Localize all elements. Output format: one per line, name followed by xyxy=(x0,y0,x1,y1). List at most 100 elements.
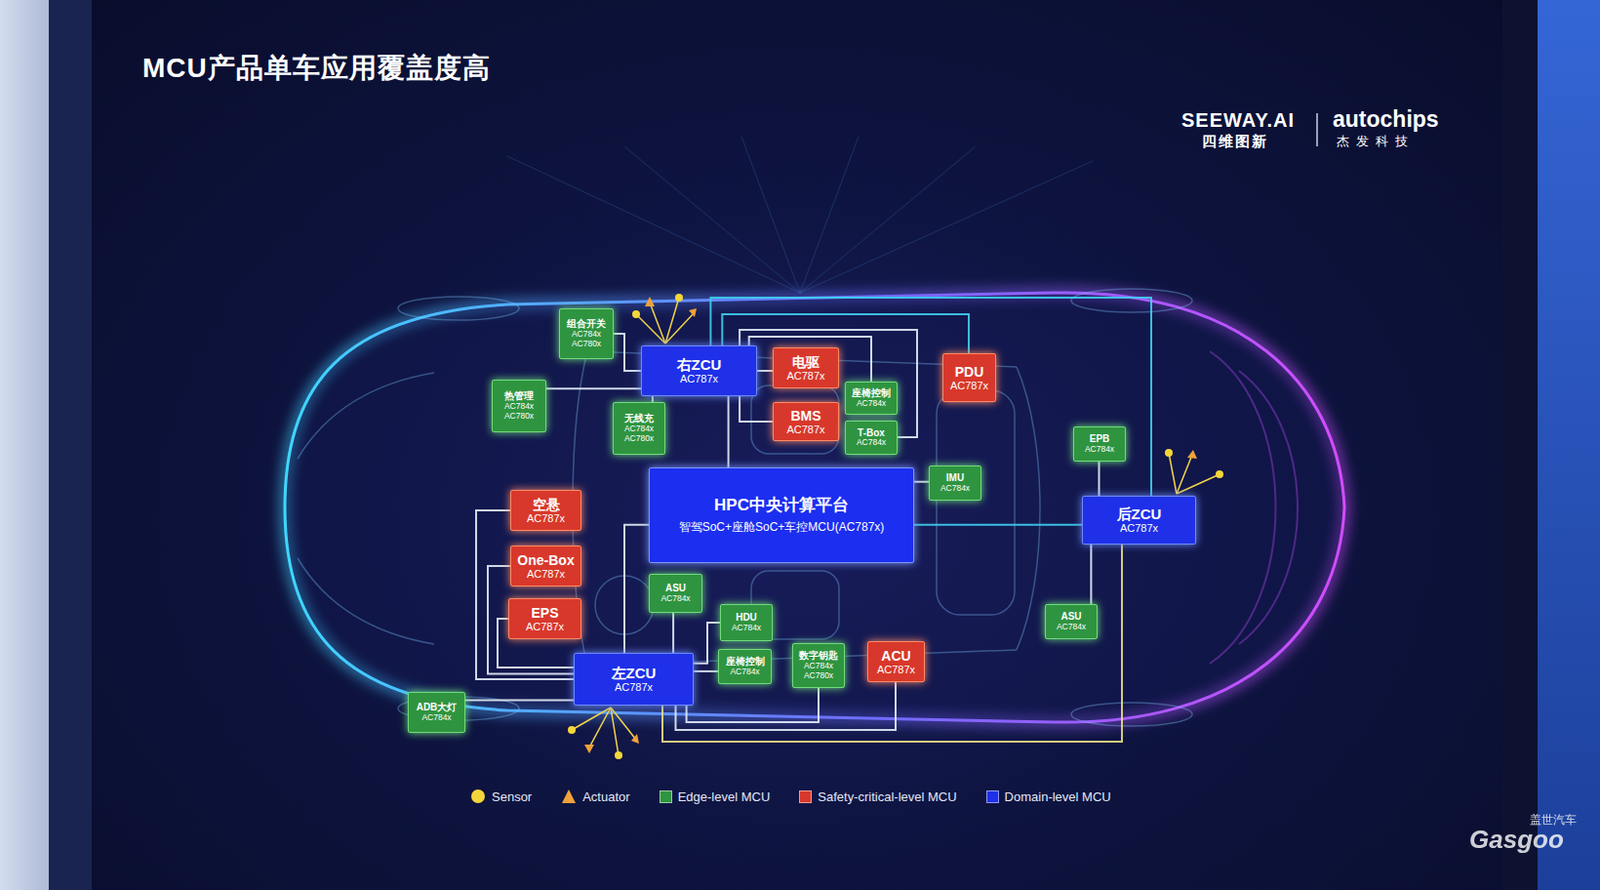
chip-model: AC784x xyxy=(729,667,760,678)
legend-item: Sensor xyxy=(470,788,532,804)
domain-mcu-box: 后ZCUAC787x xyxy=(1081,495,1197,545)
node-name: 座椅控制 xyxy=(725,655,765,668)
rear-window xyxy=(1016,366,1040,650)
wire-path xyxy=(693,622,720,664)
edge-mcu-box: 座椅控制AC784x xyxy=(844,381,898,415)
chip-model: AC784x xyxy=(731,623,761,634)
chip-model: AC784x xyxy=(940,483,970,494)
side-panel xyxy=(1537,0,1600,890)
node-name: ACU xyxy=(880,647,911,664)
node-name: EPS xyxy=(530,604,559,621)
sensor-dot xyxy=(1215,470,1224,479)
hpc-box: HPC中央计算平台智驾SoC+座舱SoC+车控MCU(AC787x) xyxy=(648,467,915,563)
chip-model: AC784x AC780x xyxy=(566,329,606,350)
wire xyxy=(676,681,897,730)
brand-name: 四维图新 xyxy=(1201,132,1269,150)
legend-item: Edge-level MCU xyxy=(659,789,771,804)
edge-mcu-box: 组合开关AC784x AC780x xyxy=(559,308,614,360)
wire-path xyxy=(662,544,1122,742)
ray xyxy=(624,146,800,293)
watermark: Gasgoo xyxy=(1469,825,1564,855)
hood-line xyxy=(297,372,435,459)
node-name: 组合开关 xyxy=(566,318,606,330)
legend-text: Actuator xyxy=(582,789,630,804)
chip-model: AC787x xyxy=(877,663,916,677)
wire-path xyxy=(727,396,730,468)
wire xyxy=(721,314,969,354)
chip-model: AC787x xyxy=(526,567,565,581)
node-name: One-Box xyxy=(517,552,574,568)
safety-mcu-box: ACUAC787x xyxy=(867,640,925,682)
wire-path xyxy=(739,396,773,422)
car-details xyxy=(297,288,1193,726)
legend-text: Sensor xyxy=(491,789,532,804)
node-name: BMS xyxy=(790,407,821,424)
logo-divider xyxy=(1316,113,1319,147)
wire xyxy=(476,510,574,680)
rear-glow-rings xyxy=(1209,351,1298,664)
wire xyxy=(914,480,929,482)
edge-mcu-box: 无线充AC784x AC780x xyxy=(612,401,666,455)
legend-item: Actuator xyxy=(560,788,630,804)
wire xyxy=(749,336,872,382)
node-name: 电驱 xyxy=(792,354,820,370)
wire-path xyxy=(1089,544,1092,604)
legend-symbol xyxy=(560,788,577,804)
slide-title: MCU产品单车应用覆盖度高 xyxy=(142,52,491,84)
actuator-head xyxy=(688,308,697,318)
node-name: EPB xyxy=(1089,433,1111,445)
chip-model: AC784x xyxy=(856,399,886,409)
domain-mcu-box: 左ZCUAC787x xyxy=(573,652,694,706)
edge-mcu-box: EPBAC784x xyxy=(1073,426,1126,462)
screen-bezel xyxy=(48,0,92,890)
node-name: 数字钥匙 xyxy=(799,649,839,662)
node-name: 左ZCU xyxy=(611,664,657,681)
seat xyxy=(751,385,840,454)
node-name: PDU xyxy=(955,363,985,380)
actuator-head xyxy=(1187,449,1198,459)
edge-mcu-box: 座椅控制AC784x xyxy=(718,648,772,684)
wheel xyxy=(398,296,520,320)
wire-path xyxy=(672,612,675,653)
ray xyxy=(800,136,859,293)
wire xyxy=(662,544,1122,742)
chip-model: AC787x xyxy=(786,423,825,437)
sensor-dot xyxy=(632,310,640,319)
signal-line xyxy=(610,707,637,740)
legend: Sensor Actuator Edge-level MCU Safety-criti… xyxy=(470,788,1112,804)
sensor-dots xyxy=(567,293,1224,760)
wire xyxy=(757,370,773,372)
wire-path xyxy=(914,480,929,483)
sensor-symbol xyxy=(471,789,485,803)
chip-model: AC784x xyxy=(660,594,690,604)
actuator-head xyxy=(584,744,595,754)
wire-path xyxy=(757,369,773,372)
car-body xyxy=(284,292,1345,722)
node-name: 后ZCU xyxy=(1117,505,1162,522)
chip-model: AC784x AC780x xyxy=(619,424,659,444)
legend-text: Safety-critical-level MCU xyxy=(817,789,957,804)
legend-swatch xyxy=(659,790,673,803)
sensor-dot xyxy=(1164,448,1173,457)
screen-bezel xyxy=(1502,0,1538,890)
legend-text: Edge-level MCU xyxy=(678,789,771,804)
node-name: 空悬 xyxy=(532,496,560,513)
signal-line xyxy=(636,314,666,344)
node-name: HDU xyxy=(735,611,758,624)
node-name: 热管理 xyxy=(504,390,534,402)
light-rays xyxy=(507,136,1093,293)
brand-logo: autochips xyxy=(1332,106,1440,132)
wire-path xyxy=(613,333,641,371)
chip-model: AC784x xyxy=(1084,444,1115,455)
node-name: T-Box xyxy=(857,427,885,440)
wire-path xyxy=(476,510,574,680)
node-name: 无线充 xyxy=(624,412,654,425)
node-name: ASU xyxy=(1060,610,1081,623)
seat xyxy=(936,390,1015,615)
wire xyxy=(739,396,773,422)
edge-mcu-box: ADB大灯AC784x xyxy=(407,691,466,733)
chip-model: 智驾SoC+座舱SoC+车控MCU(AC787x) xyxy=(679,520,885,535)
wire xyxy=(1090,544,1092,604)
ray xyxy=(800,146,976,293)
